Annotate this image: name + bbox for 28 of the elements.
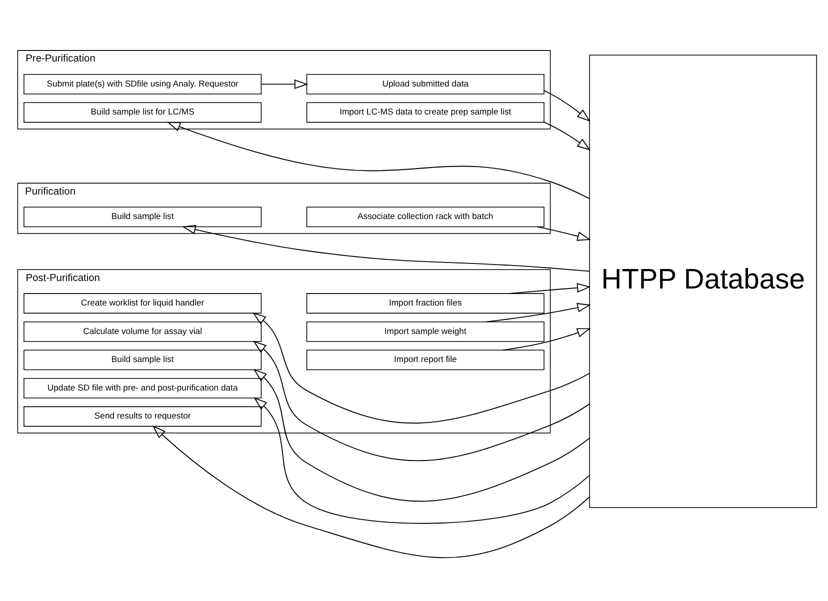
arrow xyxy=(508,282,591,294)
arrow xyxy=(536,226,591,240)
node-box: Import LC-MS data to create prep sample list xyxy=(306,102,544,122)
node-box: Import report file xyxy=(306,349,544,370)
node-box: Build sample list for LC/MS xyxy=(24,102,262,122)
node-box: Upload submitted data xyxy=(306,74,544,94)
arrow xyxy=(182,224,590,272)
node-box: Calculate volume for assay vial xyxy=(24,320,262,342)
node-box: Import sample weight xyxy=(306,320,544,342)
node-box: Build sample list xyxy=(24,206,262,227)
arrow xyxy=(152,424,590,558)
node-box: Submit plate(s) with SDfile using Analy. Requestor xyxy=(24,74,262,94)
arrow xyxy=(544,121,591,150)
arrow xyxy=(486,302,591,322)
arrow xyxy=(544,90,590,122)
arrow xyxy=(252,340,590,460)
node-box: Update SD file with pre- and post-purification data xyxy=(24,378,262,398)
arrow xyxy=(252,312,590,423)
arrow xyxy=(254,396,590,524)
node-box: HTPP Database xyxy=(589,54,817,508)
arrow xyxy=(253,368,590,502)
arrow xyxy=(166,121,590,199)
node-box: Associate collection rack with batch xyxy=(306,206,544,227)
node-box: Build sample list xyxy=(24,349,262,370)
arrow xyxy=(260,78,308,88)
node-box: Send results to requestor xyxy=(24,406,262,426)
node-box: Create worklist for liquid handler xyxy=(24,292,262,314)
node-box: Import fraction files xyxy=(306,292,544,314)
